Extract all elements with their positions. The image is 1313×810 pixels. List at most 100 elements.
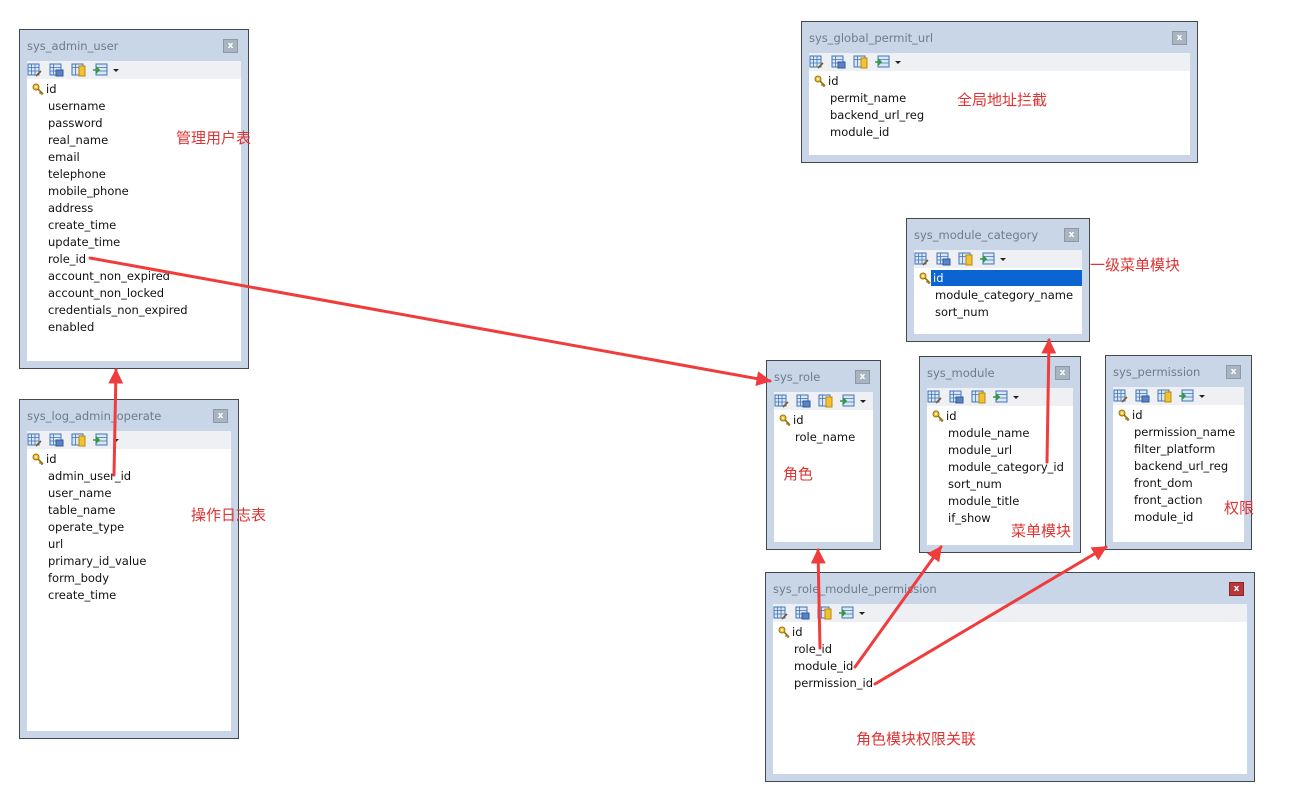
field-row[interactable]: module_category_id	[948, 460, 1064, 474]
close-icon[interactable]: x	[1172, 31, 1187, 45]
field-row[interactable]: mobile_phone	[48, 184, 129, 198]
table-designer-icon[interactable]	[927, 390, 942, 404]
table-designer-icon[interactable]	[27, 63, 42, 77]
field-row[interactable]: create_time	[48, 218, 117, 232]
table-window-sys-admin-user[interactable]: sys_admin_user x id username password re…	[19, 29, 249, 369]
field-row[interactable]: admin_user_id	[48, 469, 132, 483]
key-index-icon[interactable]	[817, 606, 832, 620]
key-index-icon[interactable]	[971, 390, 986, 404]
field-row[interactable]: account_non_expired	[48, 269, 170, 283]
table-data-icon[interactable]	[796, 394, 811, 408]
key-index-icon[interactable]	[853, 55, 868, 69]
add-field-icon[interactable]	[980, 252, 995, 266]
table-window-title[interactable]: sys_role_module_permission	[773, 582, 937, 596]
table-window-title[interactable]: sys_permission	[1113, 365, 1201, 379]
key-index-icon[interactable]	[958, 252, 973, 266]
field-row[interactable]: role_id	[794, 642, 833, 656]
field-row[interactable]: permit_name	[830, 91, 907, 105]
table-designer-icon[interactable]	[914, 252, 929, 266]
field-row[interactable]: module_id	[830, 125, 890, 139]
field-row[interactable]: front_dom	[1134, 476, 1193, 490]
field-row[interactable]: permission_id	[794, 676, 874, 690]
field-row[interactable]: password	[48, 116, 103, 130]
field-row[interactable]: module_name	[948, 426, 1030, 440]
field-row[interactable]: sort_num	[948, 477, 1002, 491]
field-row[interactable]: role_id	[48, 252, 87, 266]
field-row[interactable]: update_time	[48, 235, 121, 249]
close-icon[interactable]: x	[223, 39, 238, 53]
table-window-sys-log-admin-operate[interactable]: sys_log_admin_operate x id admin_user_id…	[19, 399, 239, 739]
table-data-icon[interactable]	[49, 433, 64, 447]
table-designer-icon[interactable]	[809, 55, 824, 69]
field-row[interactable]: backend_url_reg	[1134, 459, 1229, 473]
table-window-title[interactable]: sys_log_admin_operate	[27, 409, 162, 423]
field-row[interactable]: address	[48, 201, 94, 215]
field-row[interactable]: url	[48, 537, 64, 551]
table-data-icon[interactable]	[831, 55, 846, 69]
field-row[interactable]: table_name	[48, 503, 116, 517]
table-window-title[interactable]: sys_role	[774, 370, 821, 384]
dropdown-chevron-icon[interactable]	[858, 606, 866, 620]
field-row[interactable]: module_title	[948, 494, 1020, 508]
table-designer-icon[interactable]	[774, 394, 789, 408]
dropdown-chevron-icon[interactable]	[999, 252, 1007, 266]
add-field-icon[interactable]	[840, 394, 855, 408]
add-field-icon[interactable]	[875, 55, 890, 69]
dropdown-chevron-icon[interactable]	[112, 63, 120, 77]
table-designer-icon[interactable]	[27, 433, 42, 447]
field-row[interactable]: sort_num	[935, 305, 989, 319]
table-window-title[interactable]: sys_admin_user	[27, 39, 119, 53]
field-row-pk-selected[interactable]: id	[919, 270, 1082, 286]
table-window-sys-module[interactable]: sys_module x id module_name module_url m…	[919, 356, 1081, 553]
field-row[interactable]: filter_platform	[1134, 442, 1216, 456]
close-icon[interactable]: x	[213, 409, 228, 423]
dropdown-chevron-icon[interactable]	[894, 55, 902, 69]
table-data-icon[interactable]	[936, 252, 951, 266]
field-row[interactable]: email	[48, 150, 80, 164]
dropdown-chevron-icon[interactable]	[1012, 390, 1020, 404]
field-row[interactable]: account_non_locked	[48, 286, 165, 300]
field-row[interactable]: credentials_non_expired	[48, 303, 188, 317]
table-data-icon[interactable]	[795, 606, 810, 620]
field-row[interactable]: front_action	[1134, 493, 1203, 507]
table-designer-icon[interactable]	[1113, 389, 1128, 403]
close-icon[interactable]: x	[1226, 365, 1241, 379]
field-row[interactable]: primary_id_value	[48, 554, 147, 568]
table-window-sys-role[interactable]: sys_role x id role_name	[766, 360, 881, 550]
dropdown-chevron-icon[interactable]	[859, 394, 867, 408]
field-row[interactable]: enabled	[48, 320, 95, 334]
key-index-icon[interactable]	[71, 433, 86, 447]
field-row[interactable]: real_name	[48, 133, 109, 147]
close-icon[interactable]: x	[1229, 582, 1244, 596]
key-index-icon[interactable]	[818, 394, 833, 408]
field-row[interactable]: create_time	[48, 588, 117, 602]
dropdown-chevron-icon[interactable]	[112, 433, 120, 447]
field-row[interactable]: form_body	[48, 571, 110, 585]
close-icon[interactable]: x	[1064, 228, 1079, 242]
table-window-sys-global-permit-url[interactable]: sys_global_permit_url x id permit_name b…	[801, 21, 1198, 163]
field-row[interactable]: if_show	[948, 511, 991, 525]
table-window-sys-role-module-permission[interactable]: sys_role_module_permission x id role_id …	[765, 572, 1255, 782]
add-field-icon[interactable]	[839, 606, 854, 620]
table-window-title[interactable]: sys_module_category	[914, 228, 1039, 242]
field-row[interactable]: role_name	[795, 430, 856, 444]
table-data-icon[interactable]	[49, 63, 64, 77]
dropdown-chevron-icon[interactable]	[1198, 389, 1206, 403]
add-field-icon[interactable]	[993, 390, 1008, 404]
close-icon[interactable]: x	[1055, 366, 1070, 380]
table-data-icon[interactable]	[1135, 389, 1150, 403]
field-row[interactable]: module_category_name	[935, 288, 1074, 302]
field-row[interactable]: operate_type	[48, 520, 125, 534]
field-row[interactable]: backend_url_reg	[830, 108, 925, 122]
add-field-icon[interactable]	[93, 433, 108, 447]
field-row[interactable]: module_id	[1134, 510, 1194, 524]
table-designer-icon[interactable]	[773, 606, 788, 620]
field-row[interactable]: user_name	[48, 486, 112, 500]
table-window-title[interactable]: sys_module	[927, 366, 995, 380]
table-window-title[interactable]: sys_global_permit_url	[809, 31, 934, 45]
add-field-icon[interactable]	[1179, 389, 1194, 403]
field-row[interactable]: permission_name	[1134, 425, 1236, 439]
field-row[interactable]: username	[48, 99, 106, 113]
field-row[interactable]: telephone	[48, 167, 106, 181]
table-window-sys-permission[interactable]: sys_permission x id permission_name filt…	[1105, 355, 1252, 550]
